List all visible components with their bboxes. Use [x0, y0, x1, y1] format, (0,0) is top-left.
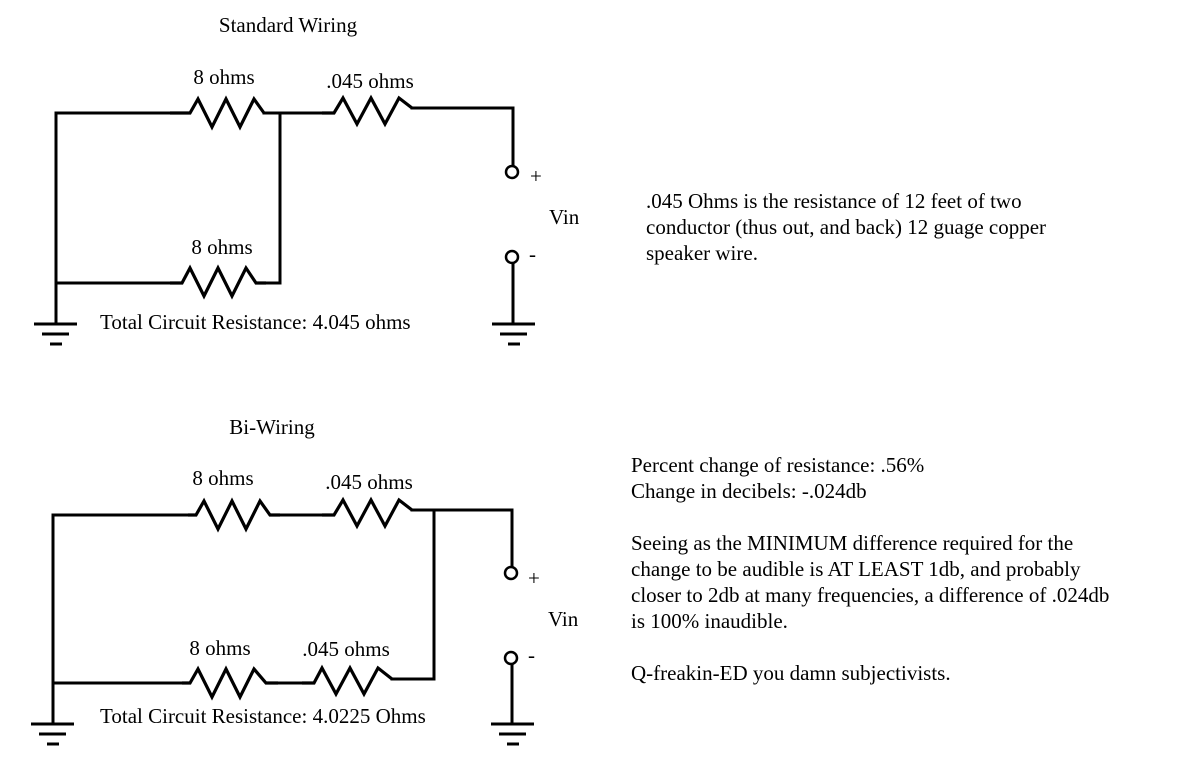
biwiring-left-ground	[31, 722, 74, 746]
biwiring-negative-terminal	[503, 650, 519, 666]
standard-minus-label: -	[529, 242, 536, 266]
biwiring-title: Bi-Wiring	[229, 415, 315, 439]
biwiring-vin-label: Vin	[548, 607, 579, 631]
biwiring-circuit: Bi-Wiring 8 ohms .045 ohms 8 ohms .045 o…	[31, 415, 579, 746]
biwiring-total-resistance: Total Circuit Resistance: 4.0225 Ohms	[100, 704, 426, 728]
wire-resistance-note: .045 Ohms is the resistance of 12 feet o…	[646, 188, 1046, 266]
standard-wire-resistor	[322, 94, 413, 128]
standard-wiring-title: Standard Wiring	[219, 13, 358, 37]
note-line: .045 Ohms is the resistance of 12 feet o…	[646, 189, 1022, 213]
standard-right-ground	[492, 322, 535, 346]
standard-wire-resistor-label: .045 ohms	[326, 69, 414, 93]
standard-top-wire	[54, 106, 515, 168]
biwiring-right-ground	[491, 722, 534, 746]
biwiring-top-wire	[51, 508, 514, 568]
biwiring-bottom-resistor-label: 8 ohms	[189, 636, 250, 660]
biwiring-bottom-wire-resistor-label: .045 ohms	[302, 637, 390, 661]
argument-line: Seeing as the MINIMUM difference require…	[631, 531, 1074, 555]
biwiring-minus-label: -	[528, 643, 535, 667]
standard-top-resistor-label: 8 ohms	[193, 65, 254, 89]
argument-line: closer to 2db at many frequencies, a dif…	[631, 583, 1110, 607]
standard-plus-label: +	[530, 164, 542, 188]
biwiring-top-wire-resistor-label: .045 ohms	[325, 470, 413, 494]
biwiring-top-wire-resistor	[322, 496, 413, 530]
comparison-note: Percent change of resistance: .56% Chang…	[631, 452, 924, 504]
note-line: conductor (thus out, and back) 12 guage …	[646, 215, 1047, 239]
biwiring-bottom-wire	[51, 677, 436, 685]
biwiring-plus-label: +	[528, 566, 540, 590]
standard-wiring-circuit: Standard Wiring 8 ohms .045 ohms 8 ohms …	[34, 13, 580, 346]
argument-line: change to be audible is AT LEAST 1db, an…	[631, 557, 1081, 581]
percent-change-text: Percent change of resistance: .56%	[631, 453, 925, 477]
standard-total-resistance: Total Circuit Resistance: 4.045 ohms	[100, 310, 411, 334]
standard-vin-label: Vin	[549, 205, 580, 229]
standard-top-resistor	[170, 95, 266, 131]
standard-bottom-resistor-label: 8 ohms	[191, 235, 252, 259]
note-line: speaker wire.	[646, 241, 758, 265]
biwiring-bottom-resistor	[182, 665, 278, 701]
biwiring-bottom-wire-resistor	[302, 664, 393, 698]
biwiring-top-resistor-label: 8 ohms	[192, 466, 253, 490]
biwiring-positive-terminal	[503, 565, 519, 581]
standard-bottom-resistor	[170, 264, 266, 300]
decibel-change-text: Change in decibels: -.024db	[631, 479, 867, 503]
standard-left-ground	[34, 322, 77, 346]
conclusion-text: Q-freakin-ED you damn subjectivists.	[631, 661, 951, 685]
biwiring-top-resistor	[188, 497, 280, 533]
standard-negative-terminal	[504, 249, 520, 265]
argument-line: is 100% inaudible.	[631, 609, 788, 633]
standard-positive-terminal	[504, 164, 520, 180]
audibility-argument: Seeing as the MINIMUM difference require…	[631, 530, 1109, 634]
